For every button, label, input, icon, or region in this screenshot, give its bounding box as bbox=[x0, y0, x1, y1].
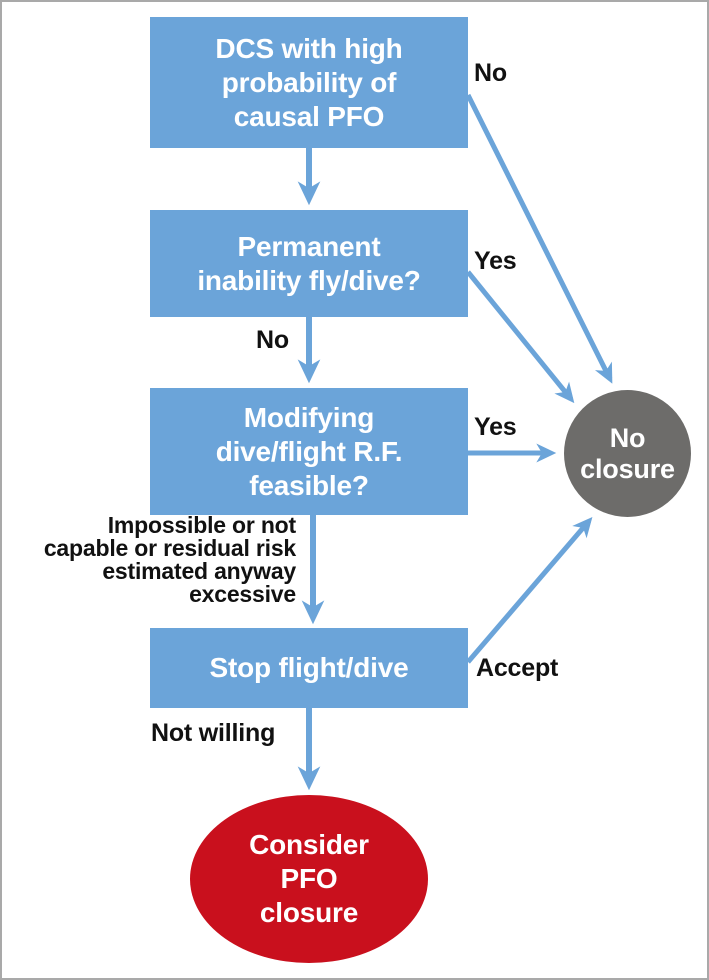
node-stop-label: Stop flight/dive bbox=[209, 652, 409, 683]
node-modifying-label: Modifying dive/flight R.F. feasible? bbox=[215, 401, 403, 501]
edge-label-yes-modifying: Yes bbox=[474, 413, 517, 441]
arrow-dcs-no-to-no-closure bbox=[465, 93, 613, 384]
node-no-closure: No closure bbox=[564, 390, 691, 517]
edge-label-no-top: No bbox=[474, 59, 507, 87]
edge-label-not-willing: Not willing bbox=[151, 719, 276, 747]
node-permanent-label: Permanent inability fly/dive? bbox=[197, 230, 421, 296]
node-permanent-inability: Permanent inability fly/dive? bbox=[150, 210, 468, 317]
node-consider-pfo-closure: Consider PFO closure bbox=[190, 795, 428, 963]
arrow-permanent-yes-to-no-closure bbox=[466, 270, 575, 404]
node-consider-label: Consider PFO closure bbox=[249, 829, 369, 928]
node-dcs-high-probability: DCS with high probability of causal PFO bbox=[150, 17, 468, 148]
node-stop-flight-dive: Stop flight/dive bbox=[150, 628, 468, 708]
edge-label-impossible-note: Impossible or not capable or residual ri… bbox=[43, 512, 296, 607]
arrow-stop-accept-to-no-closure bbox=[466, 517, 593, 664]
node-modifying-risk-factors: Modifying dive/flight R.F. feasible? bbox=[150, 388, 468, 515]
edge-label-no-permanent: No bbox=[256, 326, 289, 354]
edge-label-accept: Accept bbox=[476, 654, 559, 682]
edge-label-yes-permanent: Yes bbox=[474, 247, 517, 275]
node-dcs-label: DCS with high probability of causal PFO bbox=[215, 32, 403, 132]
node-no-closure-label: No closure bbox=[580, 422, 675, 484]
